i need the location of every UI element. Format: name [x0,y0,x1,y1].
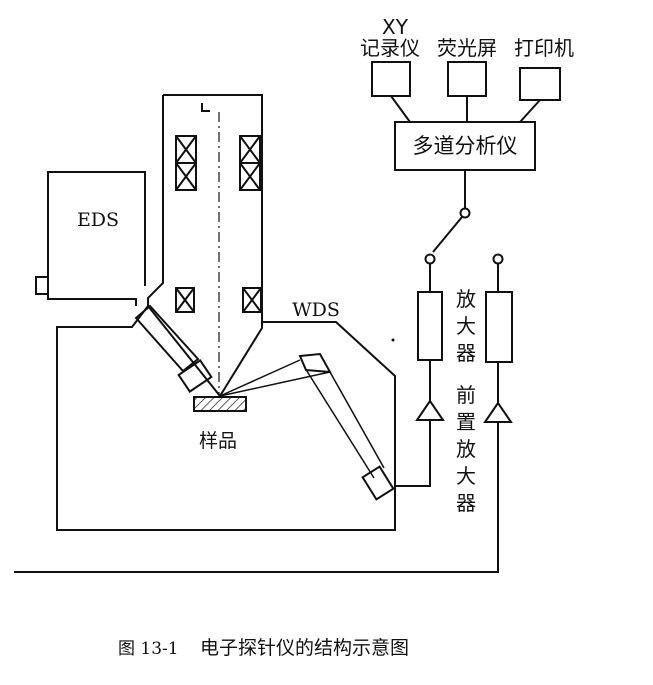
preamplifier-2 [483,401,513,423]
label-wds: WDS [292,299,340,321]
label-xy: XY [382,15,409,39]
lower-lens-left [175,287,195,313]
eds-housing [47,171,146,306]
label-preamplifier-4: 大 [456,464,476,488]
switch-lever [432,216,463,253]
wds-signal-wire [395,420,431,487]
sample-block [193,396,247,412]
amplifier-1 [417,291,443,361]
upper-lens-right [239,135,261,191]
electron-gun [201,103,210,112]
printer-box [519,67,561,101]
caption-title: 电子探针仪的结构示意图 [200,637,409,659]
amplifier-2 [485,291,513,363]
wds-xray-paths [219,359,385,479]
label-sample: 样品 [199,430,237,452]
label-amplifier-2: 大 [456,314,476,338]
label-amplifier-1: 放 [456,287,476,311]
chamber-outline [56,305,396,531]
label-analyzer: 多道分析仪 [413,134,518,158]
label-eds: EDS [77,209,119,231]
switch-contact-2 [492,253,504,265]
label-preamplifier-1: 前 [456,383,476,407]
eds-knob [35,276,49,295]
printer-link [519,99,541,123]
switch-pivot [459,207,471,219]
upper-lens-left [175,135,197,191]
lower-lens-right [242,287,262,313]
column-outline [147,94,263,398]
recorder-link [390,95,411,123]
preamplifier-1 [415,399,445,421]
label-printer: 打印机 [514,36,574,60]
eds-arm [134,304,200,373]
label-screen: 荧光屏 [437,36,497,60]
switch-contact-1 [424,253,436,265]
wds-detector [361,465,395,501]
eds-signal-wire [14,422,499,573]
wds-crystal [298,352,332,374]
label-preamplifier-5: 器 [456,491,476,515]
caption-number: 图 13-1 [118,639,179,659]
eds-detector [177,359,213,393]
label-recorder: 记录仪 [360,36,420,60]
label-preamplifier-2: 置 [456,410,476,434]
recorder-box [371,61,411,97]
label-amplifier-3: 器 [456,341,476,365]
screen-box [447,61,487,97]
label-preamplifier-3: 放 [456,437,476,461]
stray-dot [391,338,395,342]
